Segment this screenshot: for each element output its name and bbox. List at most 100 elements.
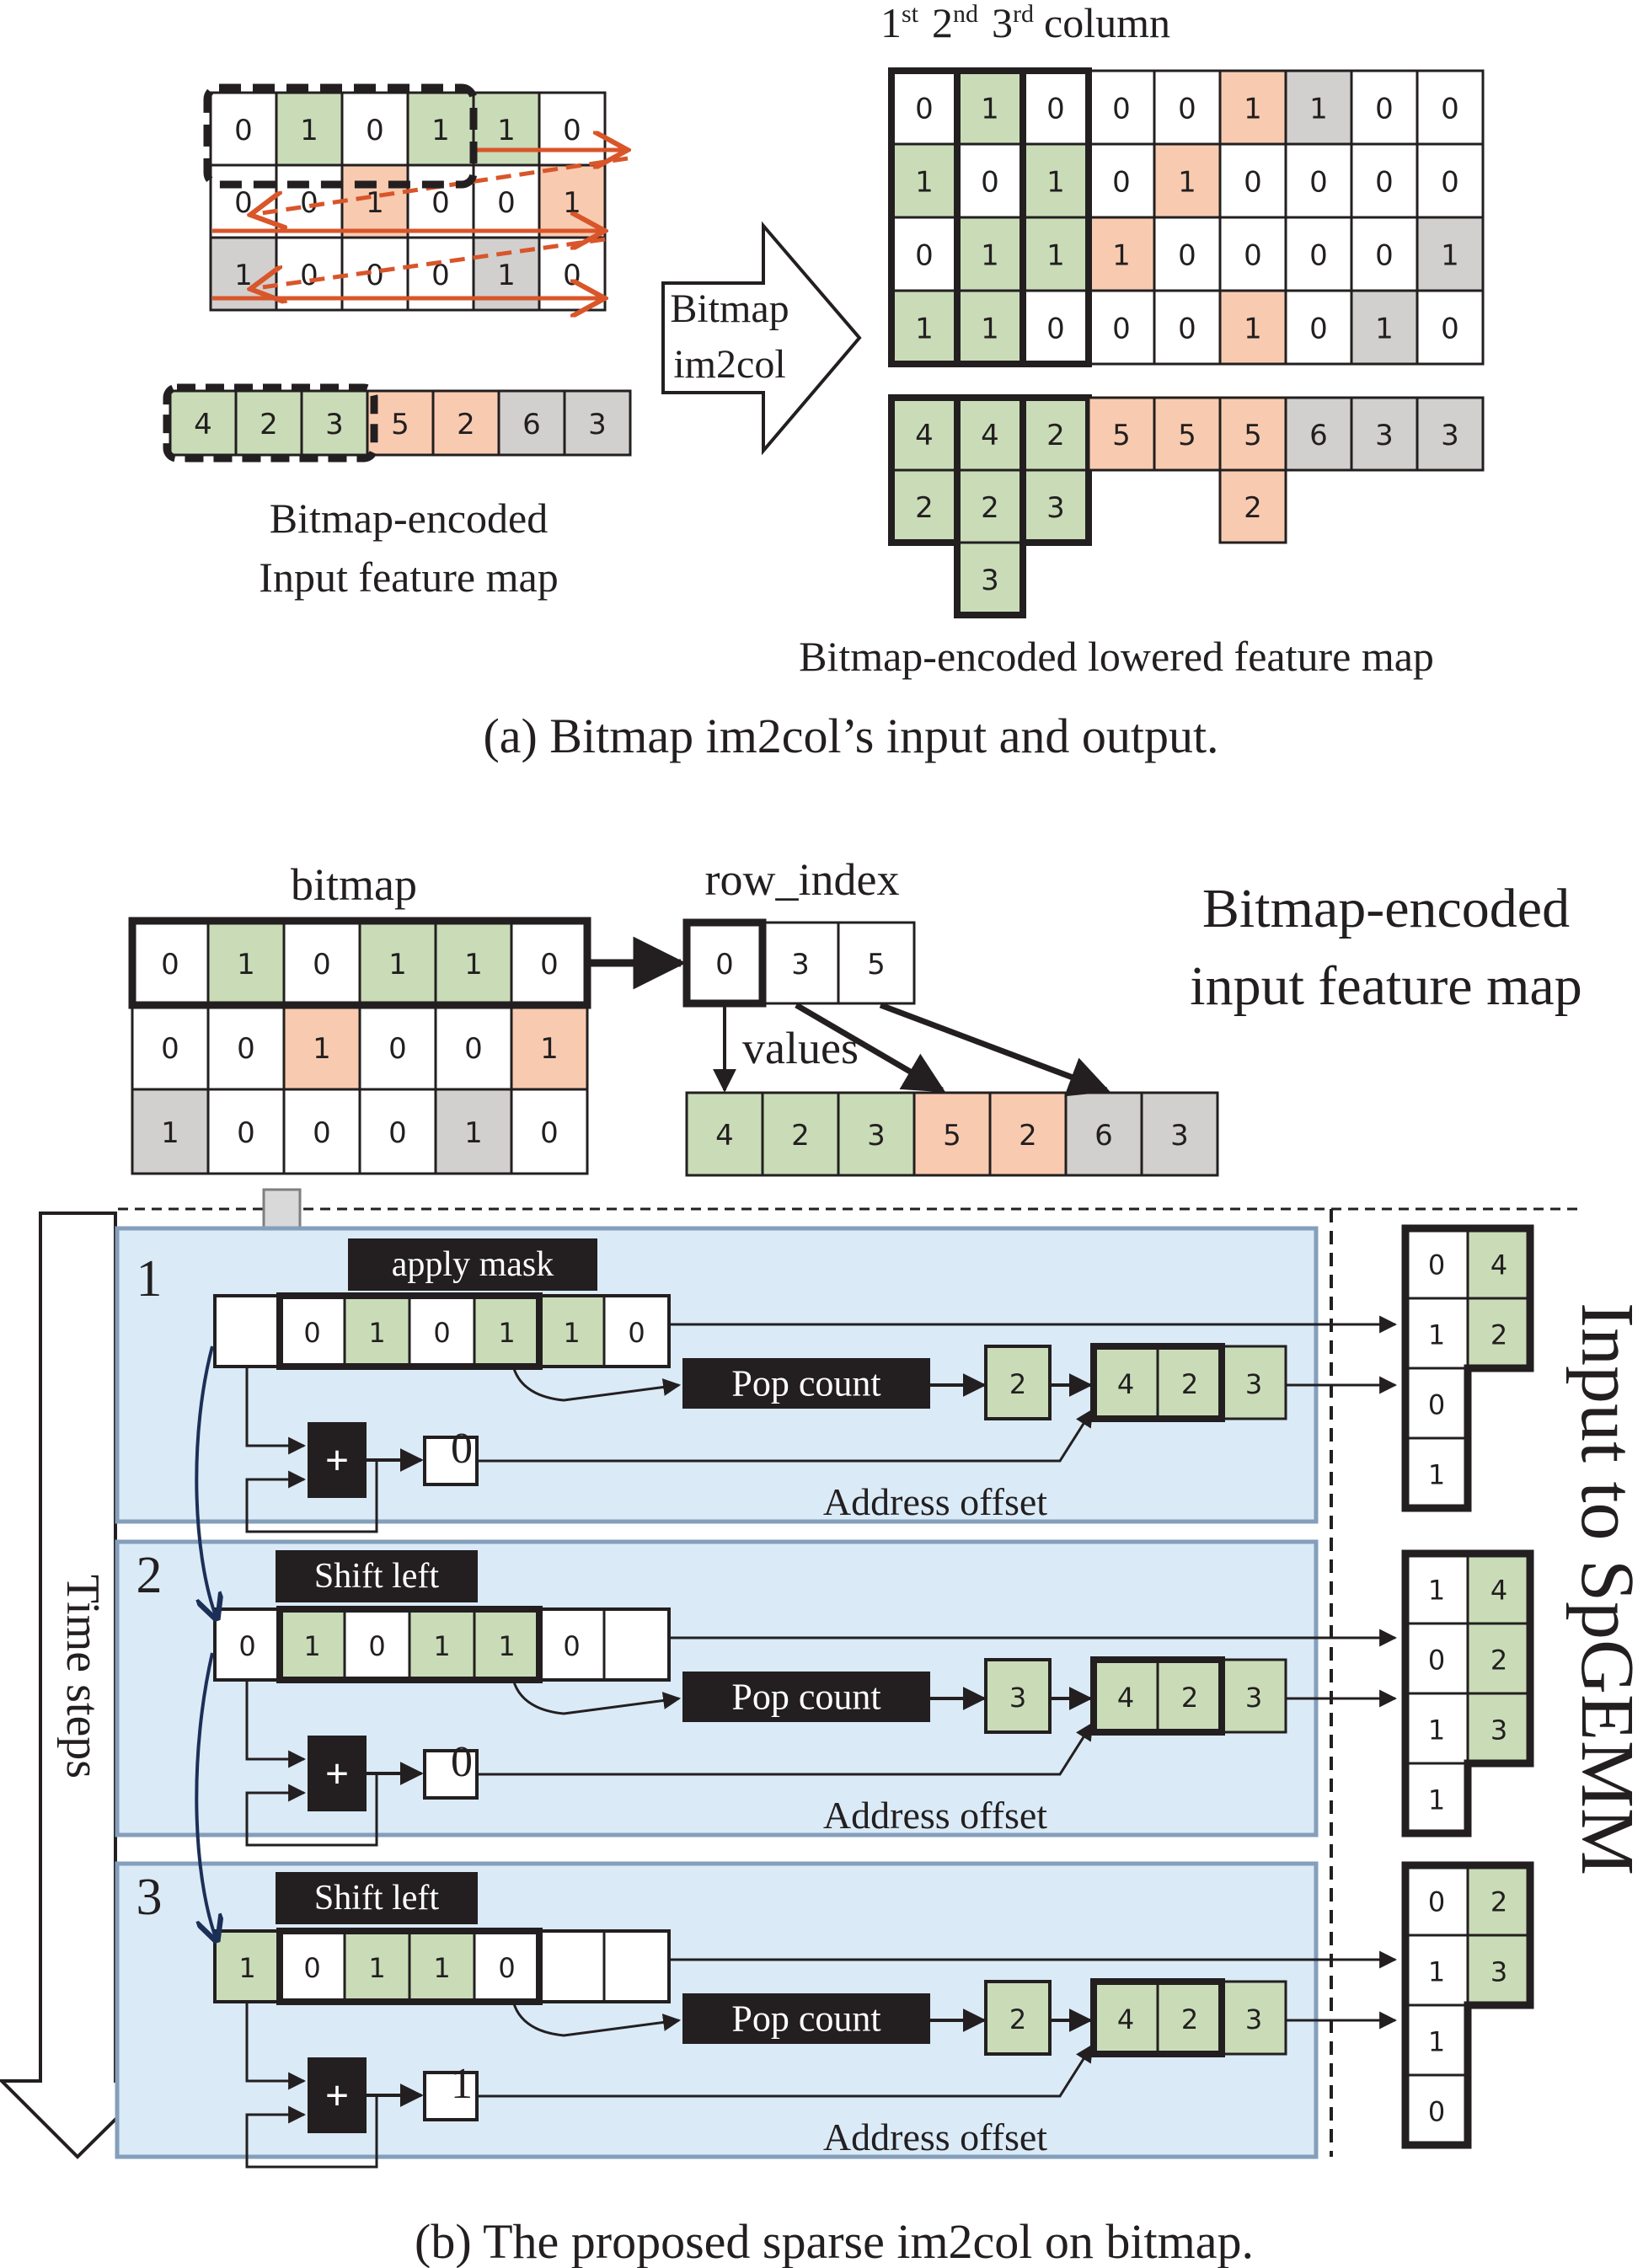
cell-box [1350, 289, 1419, 366]
cell-value: 1 [497, 259, 516, 292]
cell-value: 0 [313, 948, 331, 982]
lowered-value-cell: 5 [1218, 396, 1287, 472]
cell-value: 1 [368, 1317, 385, 1349]
value-cell: 3 [837, 1091, 916, 1177]
register-cell: 1 [278, 1607, 346, 1682]
cell-value: 0 [300, 186, 318, 220]
lowered-bitmap-cell: 0 [1416, 142, 1485, 219]
value-cell: 2 [761, 1091, 840, 1177]
cell-box [563, 389, 632, 457]
output-block-outline [1401, 1549, 1534, 1837]
input-bitmap-cell: 0 [538, 91, 607, 167]
cell-value: 1 [431, 114, 450, 147]
cell-value: 4 [194, 408, 212, 441]
cell-value: 1 [1112, 239, 1131, 273]
output-bit-cell: 0 [1404, 1227, 1469, 1300]
input-bitmap-cell: 0 [472, 163, 541, 239]
cell-box [837, 921, 916, 1005]
lowered-value-cell: 4 [955, 396, 1025, 472]
lowered-bitmap-cell: 0 [1218, 216, 1287, 292]
cell-value: 5 [1178, 419, 1196, 452]
to-popcount-arrow [511, 1366, 682, 1402]
register-cell: 0 [278, 1294, 346, 1368]
register-cell: 1 [213, 1929, 281, 2003]
cell-value: 3 [1245, 1368, 1262, 1400]
shift-flow-curves [195, 1345, 216, 1938]
value-cell: 2 [988, 1091, 1068, 1177]
lowered-value-cell: 3 [1416, 396, 1485, 472]
cell-box [278, 1294, 346, 1368]
cell-box [1416, 142, 1485, 219]
operation-label: Shift left [314, 1879, 439, 1918]
window-value-cell: 3 [1220, 1658, 1287, 1734]
bitmap-cell: 0 [131, 919, 210, 1007]
output-bit-cell: 1 [1404, 1934, 1469, 2007]
step-number: 3 [136, 1869, 163, 1926]
cell-value: 0 [715, 948, 734, 982]
bitmap-label: bitmap [291, 859, 417, 910]
cell-value: 0 [431, 259, 450, 292]
transform-label-line1: Bitmap [670, 286, 789, 331]
shift-curve-2-to-3 [195, 1652, 216, 1938]
register-cell [602, 1929, 671, 2003]
accumulate-feedback-arrow [245, 1773, 378, 1847]
lowered-bitmap-cell: 0 [1087, 142, 1156, 219]
register-cell: 1 [408, 1929, 476, 2003]
bitmap-cell: 0 [510, 1088, 589, 1175]
bitmap-cell: 1 [358, 919, 437, 1007]
cell-value: 6 [522, 408, 541, 441]
lowered-bitmap-cell: 0 [1416, 289, 1485, 366]
offset-to-window-arrow [477, 1722, 1094, 1776]
cell-box [1284, 69, 1353, 146]
lowered-bitmap-cell: 1 [890, 289, 959, 366]
input-caption-line2: Input feature map [259, 554, 558, 601]
cell-box [1220, 1658, 1287, 1734]
cell-value: 0 [237, 1116, 255, 1150]
cell-box [1064, 1091, 1143, 1177]
cell-value: 0 [563, 259, 581, 292]
cell-value: 0 [1244, 239, 1262, 273]
cell-value: 0 [1178, 239, 1196, 273]
output-bit-cell: 1 [1404, 2003, 1469, 2077]
register-cell: 1 [473, 1294, 541, 1368]
lowered-bitmap-cell: 0 [1284, 216, 1353, 292]
lowered-value-cell: 2 [1218, 468, 1287, 544]
address-offset-cell: 1 [423, 2060, 479, 2121]
step-number: 2 [136, 1547, 163, 1604]
output-value-cell: 4 [1466, 1227, 1532, 1300]
cell-box [1140, 1091, 1219, 1177]
cell-value: 0 [1441, 93, 1459, 126]
cell-value: 0 [1428, 1389, 1445, 1421]
plus-icon: + [325, 1750, 350, 1797]
cell-value: 0 [1428, 1249, 1445, 1281]
pointer-arrow-3 [795, 1002, 946, 1094]
cell-value: 1 [540, 1032, 559, 1066]
cell-value: 0 [1428, 2096, 1445, 2128]
cell-value: 3 [1245, 1682, 1262, 1714]
cell-value: 1 [303, 1630, 320, 1662]
cell-value: 0 [1309, 166, 1328, 200]
cell-value: 1 [234, 259, 253, 292]
cell-value: 0 [313, 1116, 331, 1150]
popcount-result-cell: 2 [984, 1980, 1052, 2056]
cell-box [1284, 142, 1353, 219]
cell-box [366, 389, 435, 457]
row-index-cell: 0 [685, 921, 764, 1005]
col-1-num: 1 [880, 0, 902, 46]
cell-box [890, 142, 959, 219]
cell-box [761, 1091, 840, 1177]
to-popcount-arrow [511, 1679, 682, 1715]
cell-value: 1 [451, 2060, 473, 2108]
highlighted-column-outline [1020, 67, 1092, 367]
to-adder-arrow [245, 2002, 307, 2090]
cell-value: 5 [943, 1119, 961, 1153]
cell-value: 0 [237, 1032, 255, 1066]
cell-value: 1 [498, 1317, 515, 1349]
register-cell: 0 [343, 1607, 411, 1682]
cell-box [340, 163, 409, 239]
adder-box [308, 1736, 367, 1811]
cell-value: 2 [1181, 1682, 1198, 1714]
